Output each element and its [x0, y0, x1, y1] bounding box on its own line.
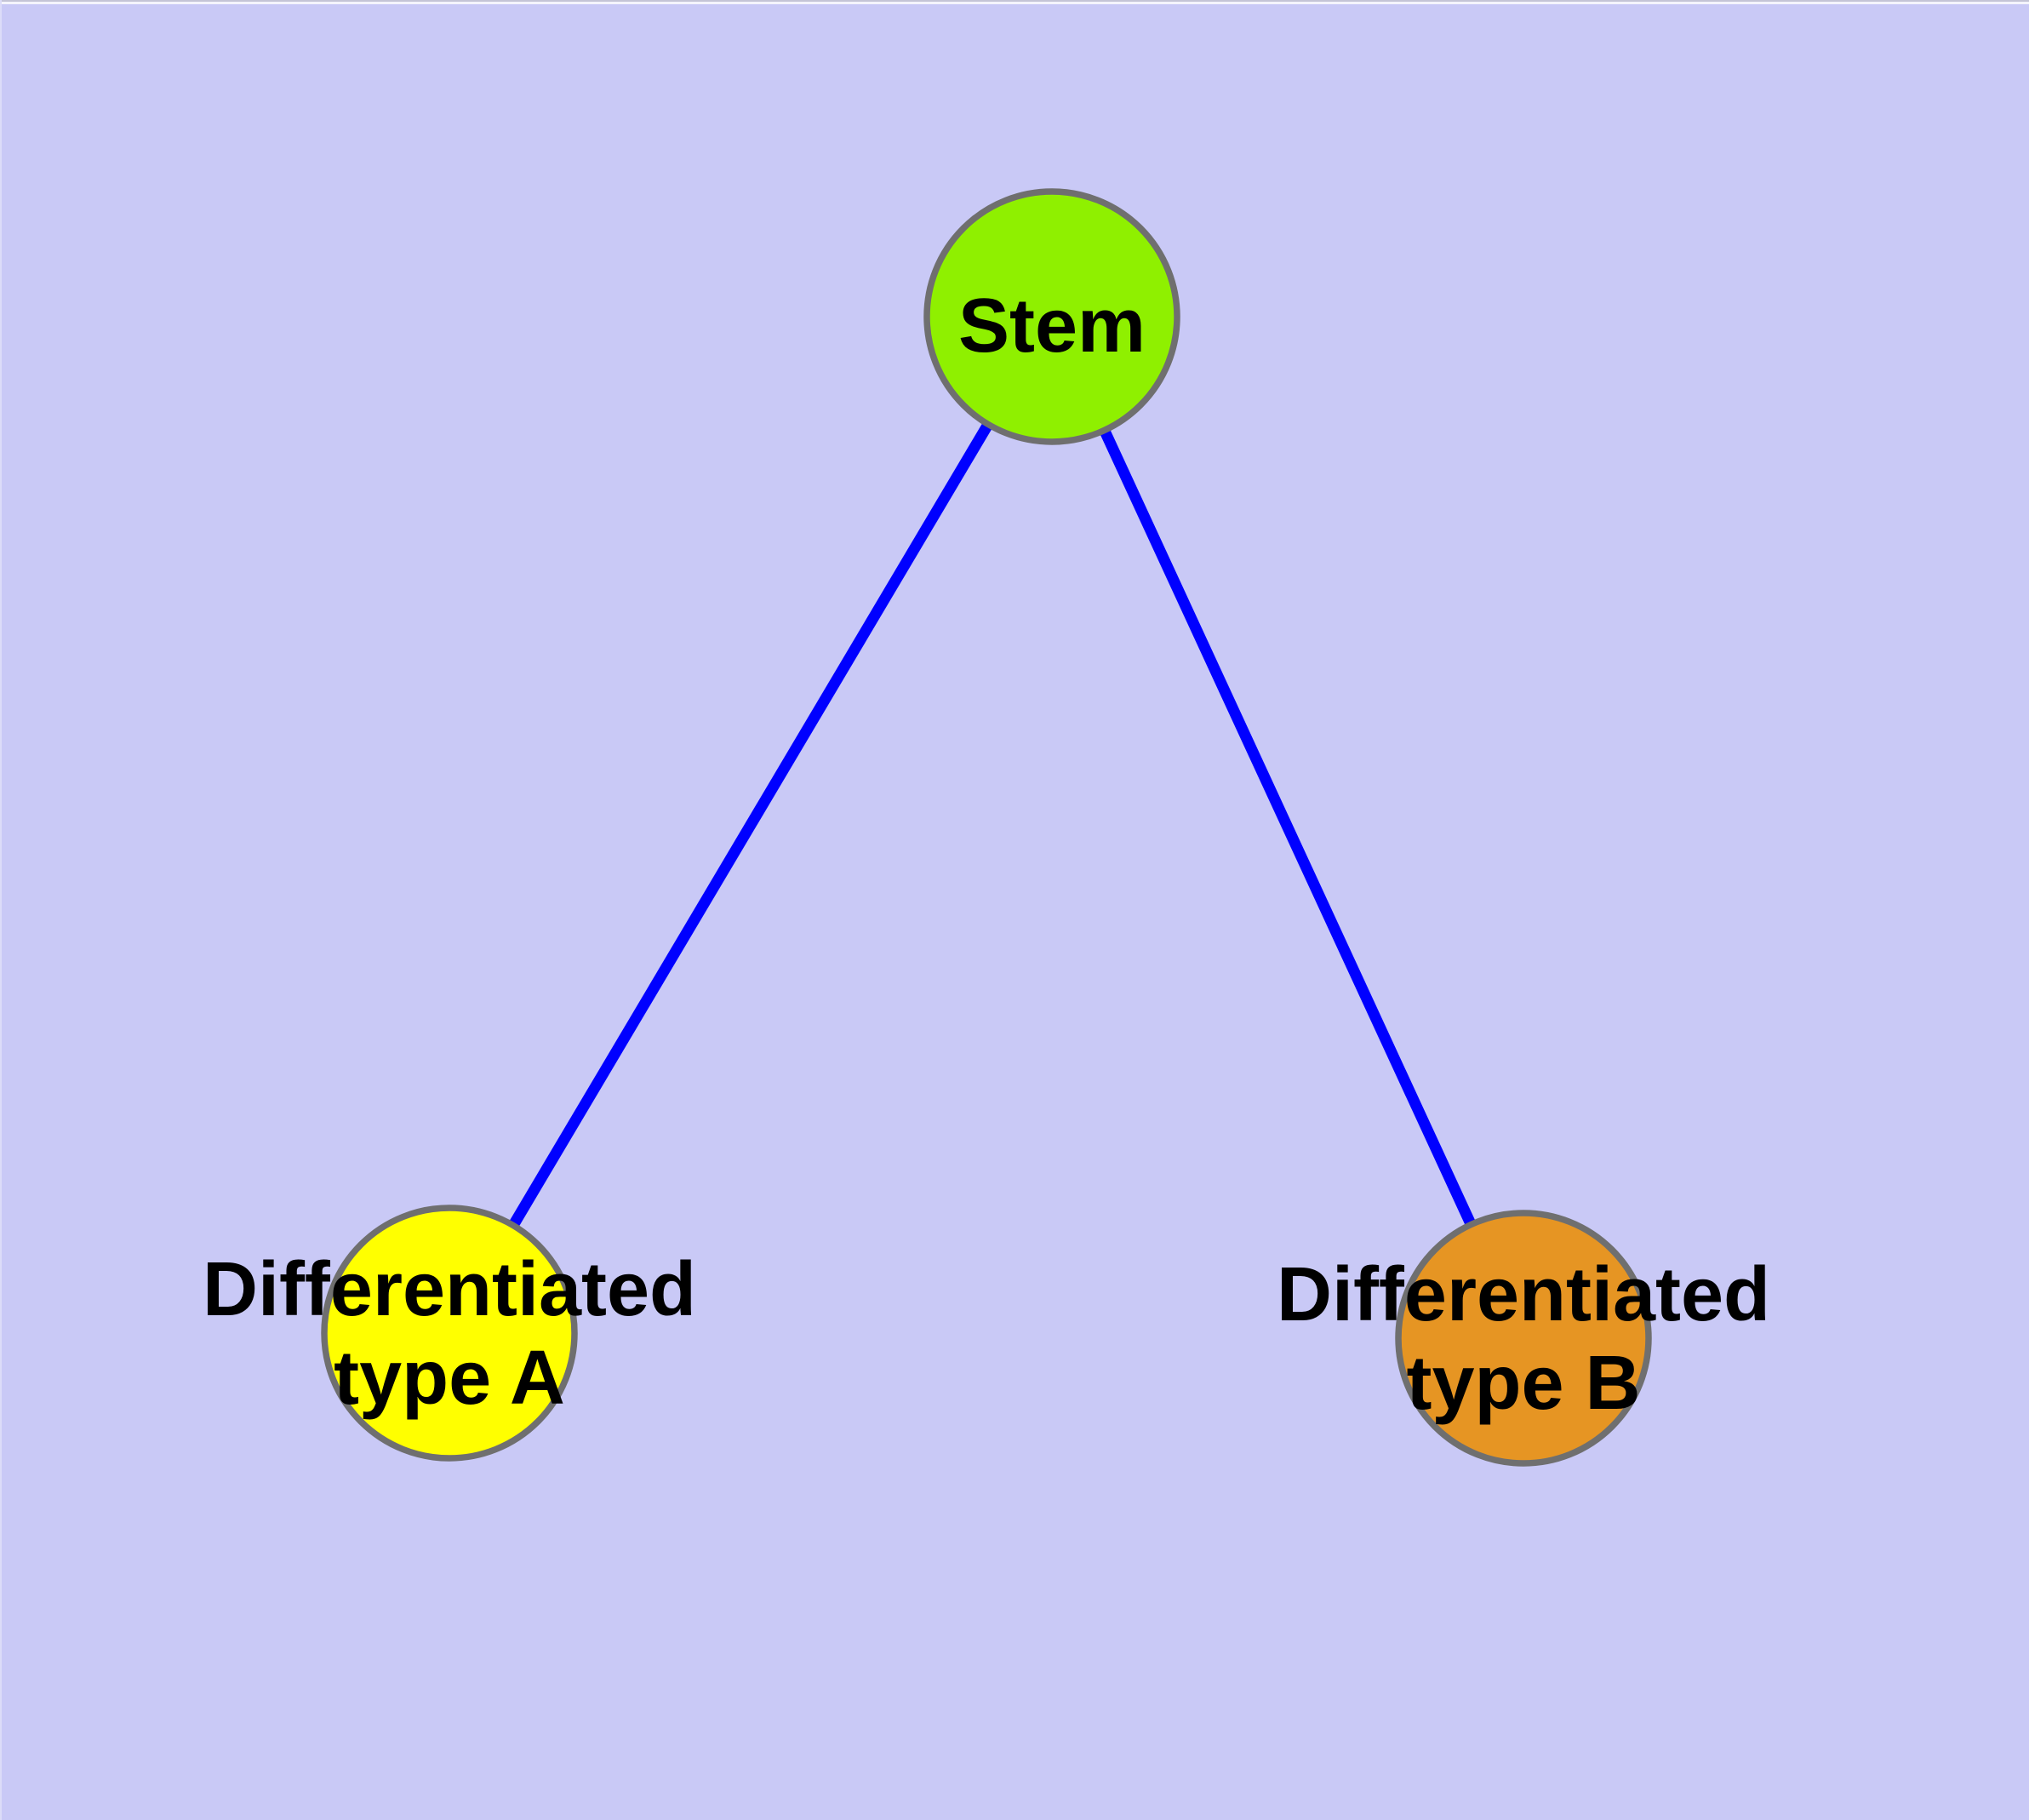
- node-differentiated-type-a-label-line-2: type A: [334, 1336, 565, 1421]
- edge-stem-to-differentiated-type-a: [444, 313, 1057, 1336]
- node-stem: Stem: [923, 188, 1180, 445]
- node-stem-label-line-1: Stem: [958, 283, 1146, 369]
- node-differentiated-type-b-label-line-2: type B: [1406, 1341, 1640, 1426]
- canvas-left-border: [0, 0, 2, 1820]
- node-differentiated-type-b-label-line-1: Differentiated: [1277, 1252, 1770, 1337]
- node-differentiated-type-a-label-line-1: Differentiated: [203, 1247, 696, 1332]
- node-differentiated-type-a-circle: [321, 1205, 578, 1462]
- node-stem-label: Stem: [958, 283, 1146, 369]
- node-stem-circle: [923, 188, 1180, 445]
- node-differentiated-type-b-circle: [1395, 1210, 1652, 1467]
- edge-stem-to-differentiated-type-b: [1047, 314, 1529, 1341]
- canvas-top-hairline: [0, 0, 2029, 2]
- canvas-top-border: [0, 2, 2029, 4]
